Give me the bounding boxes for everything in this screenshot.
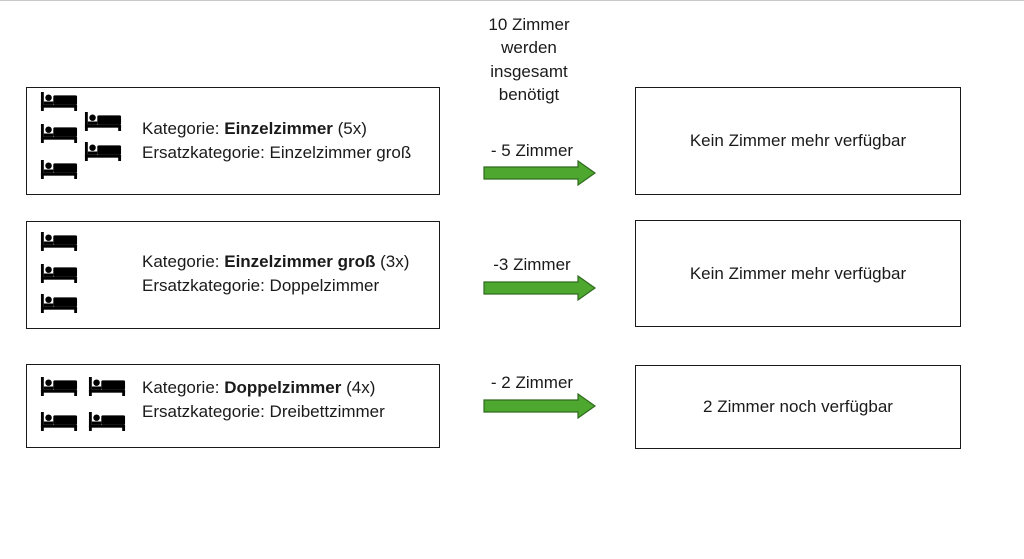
category-label: Kategorie: (142, 119, 220, 138)
category-line: Kategorie: Doppelzimmer (4x) (142, 376, 385, 400)
bed-icon (84, 112, 122, 131)
category-description: Kategorie: Einzelzimmer groß (3x) Ersatz… (142, 250, 409, 298)
arrow-label: -3 Zimmer (493, 255, 571, 274)
arrow-label: - 5 Zimmer (490, 141, 574, 160)
category-description: Kategorie: Doppelzimmer (4x) Ersatzkateg… (142, 376, 385, 424)
bed-icon (40, 377, 78, 396)
bed-icon (40, 92, 78, 111)
result-text: Kein Zimmer mehr verfügbar (689, 131, 907, 150)
heading-line: insgesamt (490, 61, 568, 81)
category-box (26, 221, 440, 329)
bed-icon (40, 232, 78, 251)
right-arrow-icon (483, 275, 597, 301)
category-count: (4x) (346, 378, 376, 397)
bed-icon (84, 142, 122, 161)
category-box (26, 364, 440, 448)
right-arrow-icon (483, 393, 597, 419)
category-label: Kategorie: (142, 252, 220, 271)
category-line: Kategorie: Einzelzimmer groß (3x) (142, 250, 409, 274)
category-label: Kategorie: (142, 378, 220, 397)
category-description: Kategorie: Einzelzimmer (5x) Ersatzkateg… (142, 117, 411, 165)
bed-icon (88, 412, 126, 431)
category-box (26, 87, 440, 195)
category-count: (3x) (380, 252, 410, 271)
category-line: Kategorie: Einzelzimmer (5x) (142, 117, 411, 141)
arrow-label: - 2 Zimmer (490, 373, 574, 392)
total-rooms-heading: 10 Zimmer werden insgesamt benötigt (459, 13, 599, 107)
bed-icon (40, 160, 78, 179)
substitute-category: Ersatzkategorie: Doppelzimmer (142, 276, 380, 295)
bed-icon (88, 377, 126, 396)
heading-line: benötigt (498, 85, 560, 105)
substitute-category: Ersatzkategorie: Einzelzimmer groß (142, 143, 412, 162)
category-name: Doppelzimmer (224, 378, 342, 397)
result-box: 2 Zimmer noch verfügbar (635, 365, 961, 449)
category-name: Einzelzimmer groß (224, 252, 376, 271)
bed-icon (40, 412, 78, 431)
bed-icon (40, 264, 78, 283)
right-arrow-icon (483, 160, 597, 186)
heading-line: 10 Zimmer (488, 15, 570, 34)
bed-icon (40, 294, 78, 313)
heading-line: werden (501, 38, 557, 58)
category-count: (5x) (337, 119, 367, 138)
category-name: Einzelzimmer (224, 119, 333, 138)
result-box: Kein Zimmer mehr verfügbar (635, 87, 961, 195)
result-text: 2 Zimmer noch verfügbar (703, 397, 893, 416)
result-text: Kein Zimmer mehr verfügbar (689, 263, 907, 283)
substitute-category: Ersatzkategorie: Dreibettzimmer (142, 402, 385, 421)
result-box: Kein Zimmer mehr verfügbar (635, 220, 961, 327)
bed-icon (40, 124, 78, 143)
